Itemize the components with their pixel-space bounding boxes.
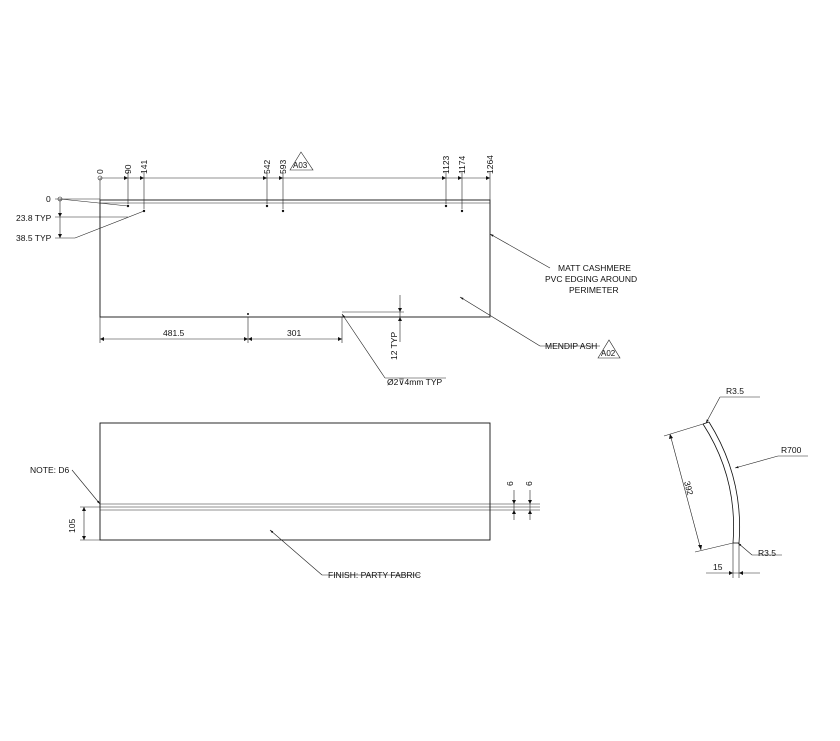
edging-note-line-1: MATT CASHMERE [558,263,631,273]
hole-marker [126,204,130,208]
dim-label-105: 105 [67,519,77,533]
ref-label-a02: A02 [601,349,616,358]
dim-label-12-typ: 12 TYP [389,331,399,360]
dim-label-392: 392 [682,480,695,497]
top-view: 0 90 141 542 593 1123 1174 1264 A03 0 23… [16,151,637,387]
hole-marker [444,204,448,208]
dim-label-y-23-8: 23.8 TYP [16,213,52,223]
ref-triangle-a02 [597,339,621,359]
dim-label-0: 0 [95,169,105,174]
ref-label-a03: A03 [293,161,308,170]
dim-label-1174: 1174 [457,155,467,174]
dim-label-141: 141 [139,160,149,174]
dim-label-1123: 1123 [441,155,451,174]
hole-marker [281,209,285,213]
note-d6: NOTE: D6 [30,465,69,475]
dim-label-1264: 1264 [485,155,495,174]
dim-label-593: 593 [278,160,288,174]
finish-note: FINISH: PARTY FABRIC [328,570,421,580]
hole-note: Ø2⊽4mm TYP [387,377,443,387]
dim-label-y0: 0 [46,194,51,204]
edging-note-line-3: PERIMETER [569,285,619,295]
top-panel-outline [99,199,491,318]
front-panel-outline [99,422,491,541]
hole-marker [247,313,249,315]
curved-panel-outer [702,423,734,544]
ref-triangle-a03 [289,151,314,171]
side-view: R3.5 R700 R3.5 392 15 [663,386,808,578]
dim-label-y-38-5: 38.5 TYP [16,233,52,243]
dim-label-481-5: 481.5 [163,328,185,338]
radius-label-bottom: R3.5 [758,548,776,558]
hole-marker [265,204,269,208]
dim-label-301: 301 [287,328,301,338]
dim-label-6b: 6 [524,481,534,486]
dim-label-542: 542 [262,160,272,174]
dim-leader [59,198,129,207]
material-note: MENDIP ASH [545,341,597,351]
radius-label-arc: R700 [781,445,802,455]
dim-label-15: 15 [713,562,723,572]
edging-note-line-2: PVC EDGING AROUND [545,274,637,284]
radius-label-top: R3.5 [726,386,744,396]
dim-label-6a: 6 [505,481,515,486]
front-view: NOTE: D6 105 6 6 FINISH: PARTY FABRIC [30,422,540,580]
dim-label-90: 90 [123,164,133,174]
hole-marker [460,209,464,213]
curved-panel-inner [708,421,740,544]
